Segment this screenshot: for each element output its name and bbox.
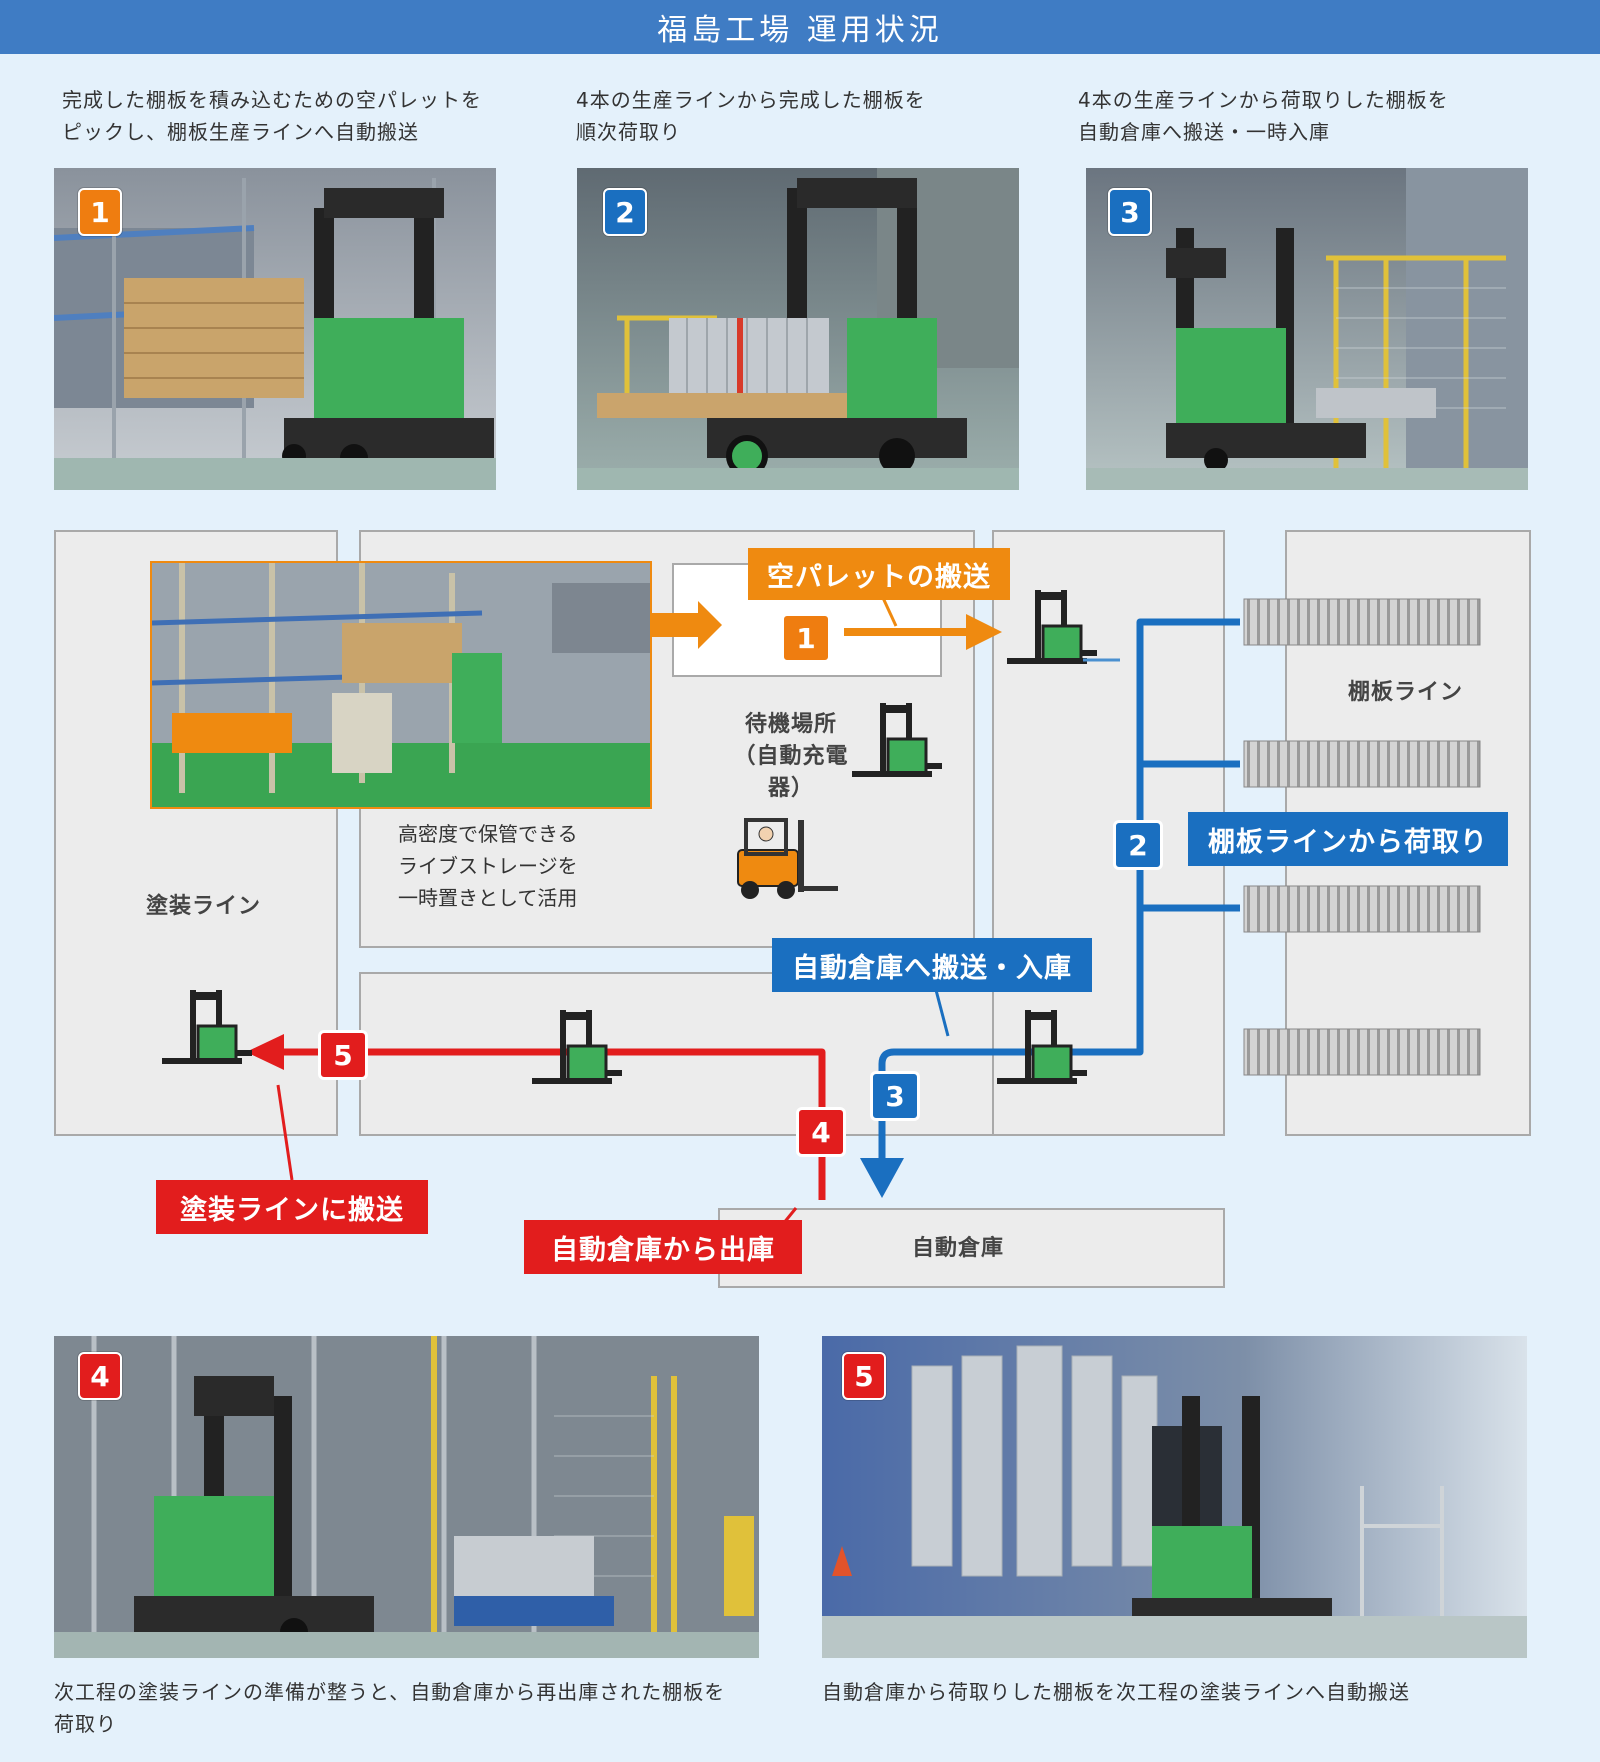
storage-note-line: 一時置きとして活用 [398, 886, 578, 910]
step2-photo [577, 168, 1019, 490]
marker-1: 1 [781, 613, 831, 663]
arrow-icon [650, 601, 722, 649]
waiting-area-line: 待機場所 [744, 712, 837, 737]
step5-caption: 自動倉庫から荷取りした棚板を次工程の塗装ラインへ自動搬送 [822, 1676, 1527, 1708]
caption-line: 自動倉庫へ搬送・一時入庫 [1078, 120, 1330, 144]
step3-badge: 3 [1108, 188, 1152, 236]
marker-4: 4 [796, 1107, 846, 1157]
shelf-rack-icon [1243, 740, 1481, 788]
step1-caption: 完成した棚板を積み込むための空パレットを ピックし、棚板生産ラインへ自動搬送 [62, 84, 522, 148]
to-painting-callout: 塗装ラインに搬送 [156, 1180, 428, 1234]
caption-line: 次工程の塗装ラインの準備が整うと、自動倉庫から再出庫された棚板を [54, 1680, 726, 1704]
page-title: 福島工場 運用状況 [0, 0, 1600, 54]
caption-line: 自動倉庫から荷取りした棚板を次工程の塗装ラインへ自動搬送 [822, 1680, 1410, 1704]
empty-pallet-callout: 空パレットの搬送 [748, 548, 1010, 600]
waiting-area-label: 待機場所 （自動充電器） [726, 706, 856, 802]
step3-photo [1086, 168, 1528, 490]
shelf-line-label: 棚板ライン [1348, 680, 1464, 705]
storage-note-line: ライブストレージを [398, 854, 578, 878]
step4-badge: 4 [78, 1352, 122, 1400]
arrow-icon [860, 1158, 904, 1198]
forklift-icon [530, 1008, 624, 1086]
forklift-icon [850, 701, 944, 779]
from-warehouse-callout: 自動倉庫から出庫 [524, 1220, 802, 1274]
step1-photo [54, 168, 496, 490]
caption-line: 順次荷取り [576, 120, 681, 144]
to-warehouse-callout: 自動倉庫へ搬送・入庫 [772, 938, 1092, 992]
caption-line: 4本の生産ラインから荷取りした棚板を [1078, 88, 1449, 112]
orange-route [650, 586, 1002, 650]
painting-line-label: 塗装ライン [146, 894, 262, 919]
step3-caption: 4本の生産ラインから荷取りした棚板を 自動倉庫へ搬送・一時入庫 [1078, 84, 1518, 148]
shelf-rack-icon [1243, 598, 1481, 646]
forklift-icon [995, 1008, 1089, 1086]
pick-from-shelf-callout: 棚板ラインから荷取り [1188, 812, 1508, 866]
step4-photo [54, 1336, 759, 1658]
shelf-rack-icon [1243, 885, 1481, 933]
step2-badge: 2 [603, 188, 647, 236]
center-zone [992, 530, 1225, 1136]
arrow-icon [246, 1034, 284, 1070]
step1-badge: 1 [78, 188, 122, 236]
storage-note-line: 高密度で保管できる [398, 822, 578, 846]
waiting-area-line: （自動充電器） [733, 744, 849, 801]
caption-line: 4本の生産ラインから完成した棚板を [576, 88, 926, 112]
marker-3: 3 [870, 1071, 920, 1121]
caption-line: ピックし、棚板生産ラインへ自動搬送 [62, 120, 419, 144]
caption-line: 完成した棚板を積み込むための空パレットを [62, 88, 482, 112]
shelf-rack-icon [1243, 1028, 1481, 1076]
storage-note: 高密度で保管できる ライブストレージを 一時置きとして活用 [398, 818, 578, 914]
live-storage-photo [150, 561, 652, 809]
step5-badge: 5 [842, 1352, 886, 1400]
marker-5: 5 [318, 1030, 368, 1080]
marker-2: 2 [1113, 820, 1163, 870]
forklift-icon [160, 988, 254, 1066]
step2-caption: 4本の生産ラインから完成した棚板を 順次荷取り [576, 84, 1016, 148]
caption-line: 荷取り [54, 1712, 117, 1736]
step5-photo [822, 1336, 1527, 1658]
auto-warehouse-zone [718, 1208, 1225, 1288]
arrow-icon [966, 614, 1002, 650]
counterbalance-forklift-icon [737, 818, 838, 899]
step4-caption: 次工程の塗装ラインの準備が整うと、自動倉庫から再出庫された棚板を 荷取り [54, 1676, 784, 1740]
forklift-icon [1005, 588, 1099, 666]
auto-warehouse-label: 自動倉庫 [912, 1236, 1005, 1261]
